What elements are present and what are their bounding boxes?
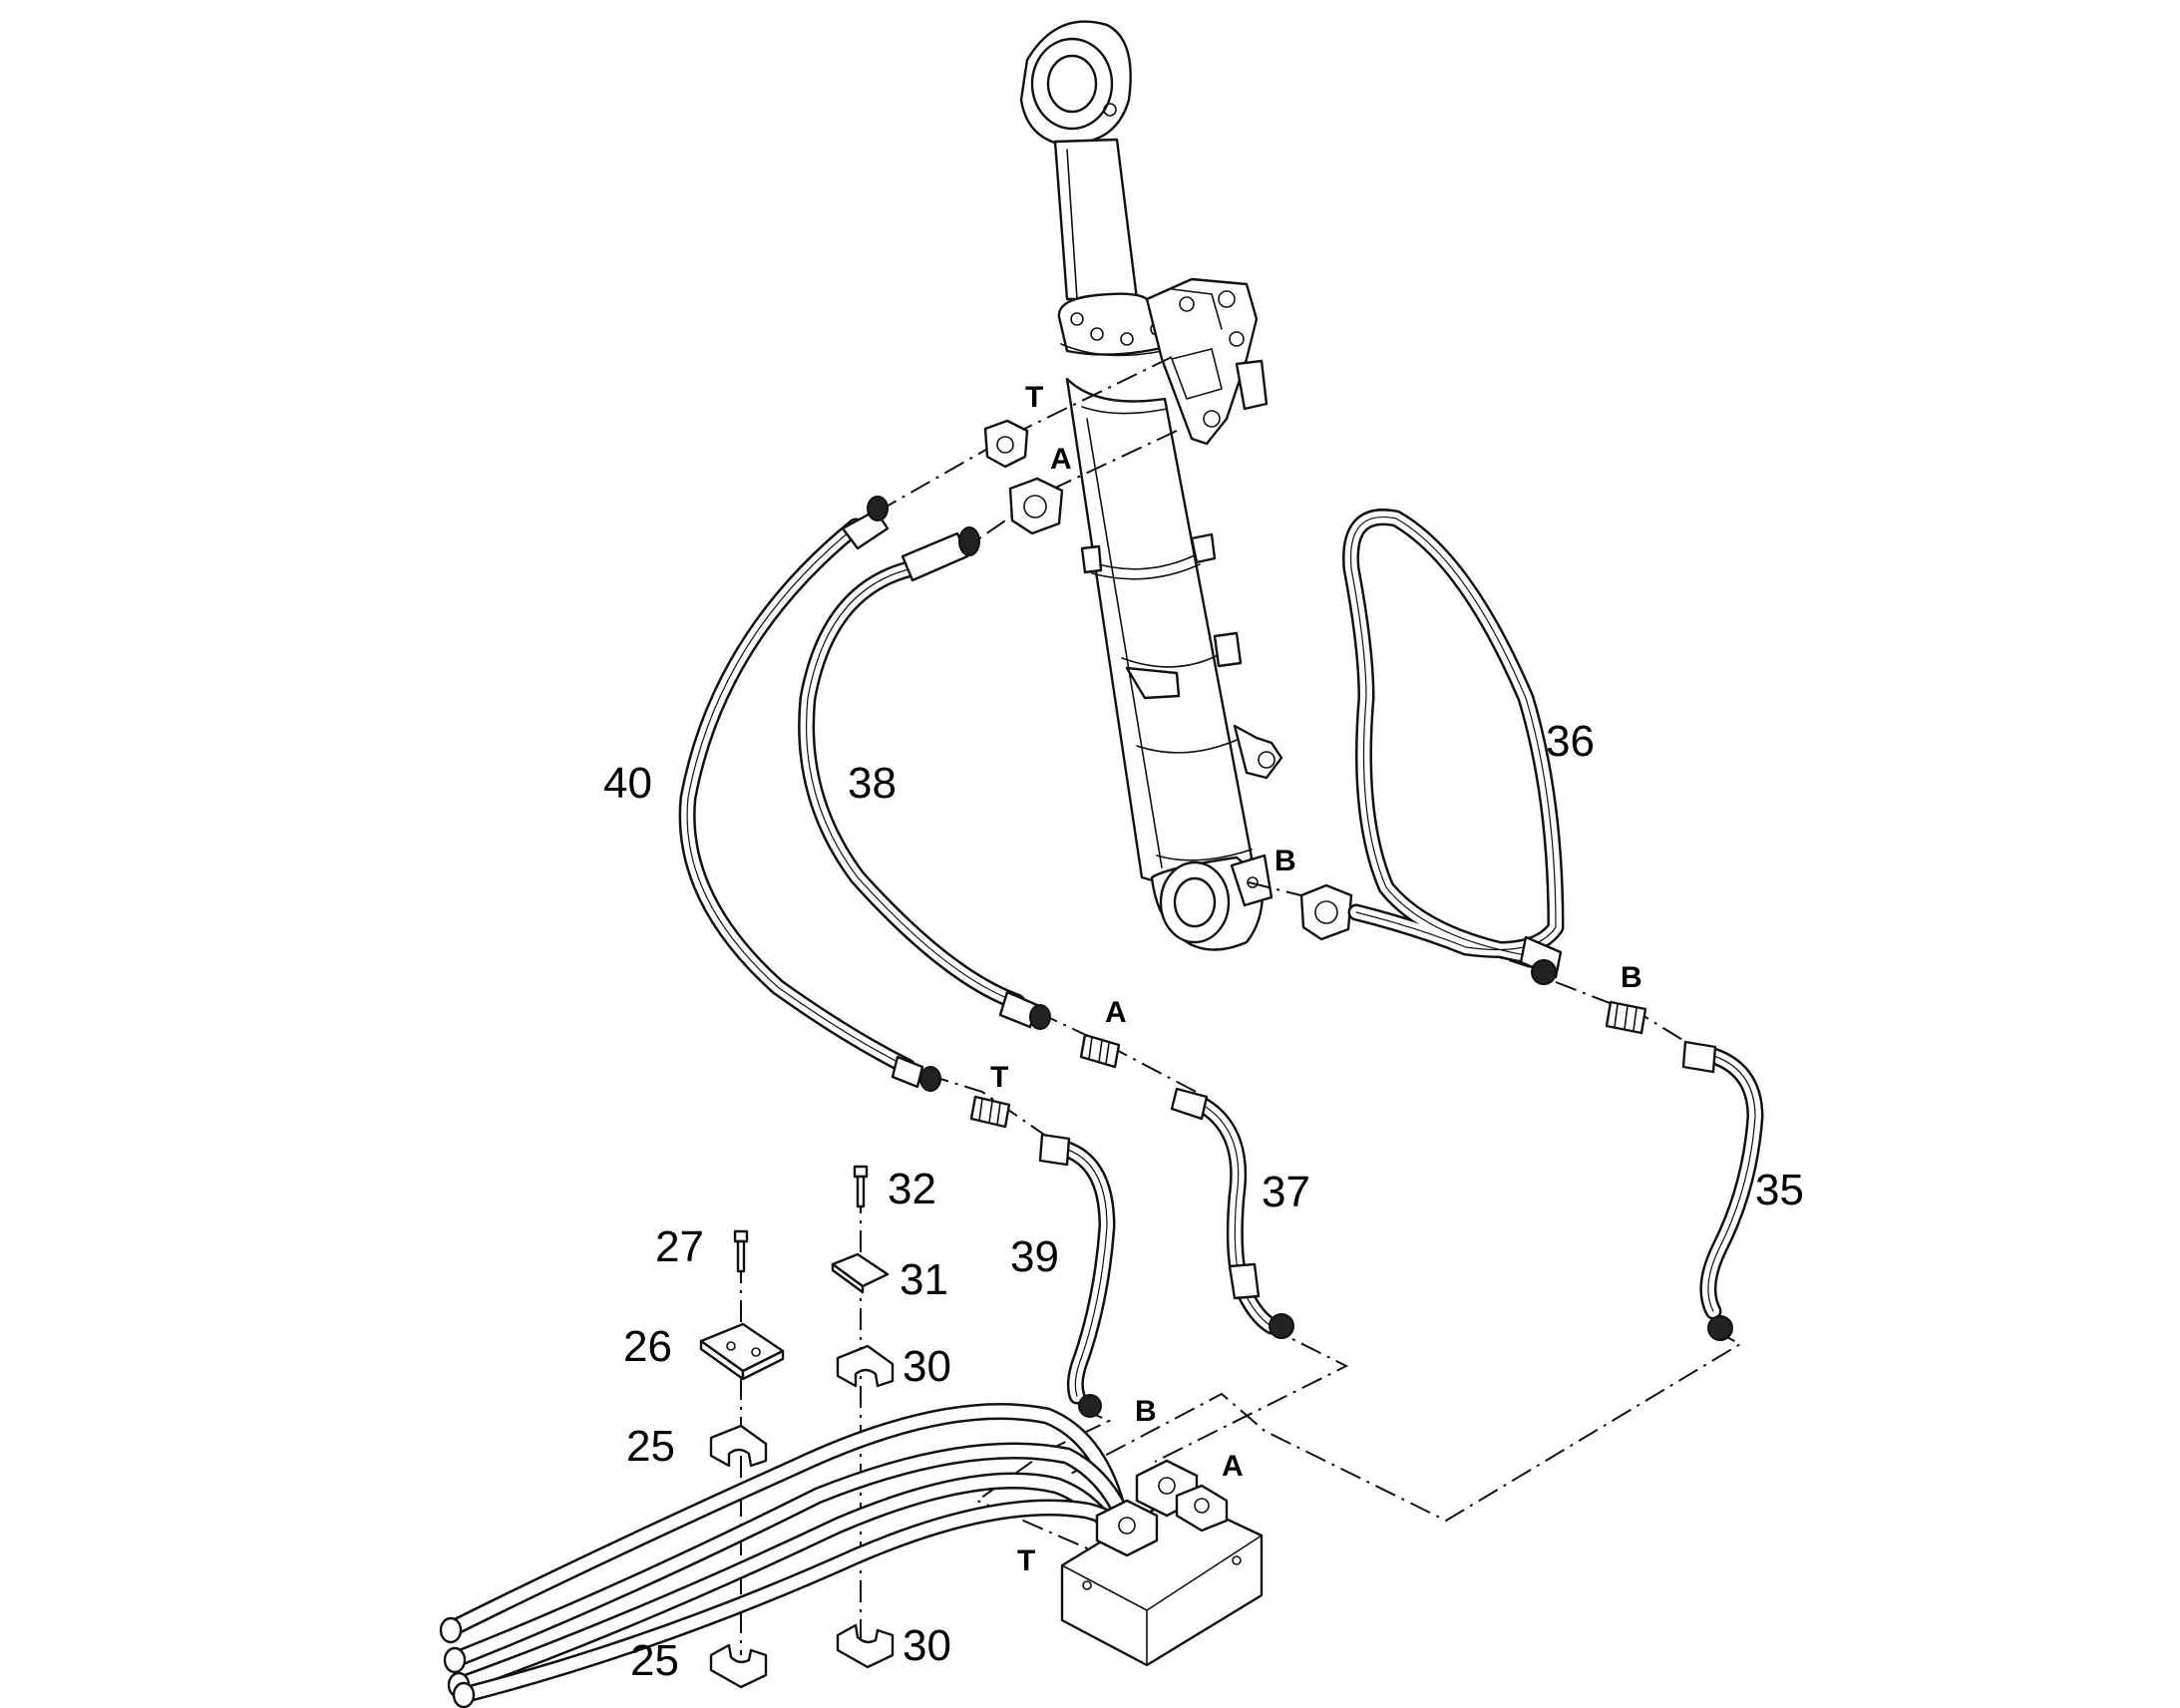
clamp-half-25-top <box>709 1424 768 1468</box>
port-label-t-top: T <box>1025 381 1043 414</box>
part-number-32: 32 <box>888 1165 936 1213</box>
part-number-25-bottom: 25 <box>630 1636 679 1685</box>
clamp-half-25-bottom <box>709 1643 768 1689</box>
hose-36 <box>1342 509 1565 985</box>
port-label-t-mid: T <box>990 1061 1008 1094</box>
hydraulic-cylinder <box>1019 20 1283 951</box>
plate-26 <box>699 1322 785 1381</box>
bolt-27 <box>733 1229 749 1273</box>
hose-40 <box>678 496 941 1092</box>
part-number-26: 26 <box>623 1322 672 1371</box>
port-label-a-mid: A <box>1105 996 1127 1029</box>
port-label-b-block: B <box>1135 1395 1157 1428</box>
part-number-27: 27 <box>655 1222 704 1271</box>
part-number-31: 31 <box>900 1255 948 1304</box>
part-number-39: 39 <box>1010 1232 1059 1281</box>
adapter-a <box>1079 1033 1121 1069</box>
part-number-37: 37 <box>1262 1168 1310 1216</box>
part-number-36: 36 <box>1546 717 1595 766</box>
hose-39 <box>1038 1133 1116 1418</box>
flange-t-top <box>983 419 1029 469</box>
part-number-35: 35 <box>1755 1166 1804 1214</box>
part-number-25-top: 25 <box>626 1422 675 1471</box>
port-label-a-block: A <box>1222 1450 1244 1483</box>
hose-bundle <box>439 1403 1151 1708</box>
port-label-a-top: A <box>1050 443 1072 476</box>
port-label-b-right: B <box>1621 961 1642 994</box>
bolt-32 <box>853 1165 869 1208</box>
part-number-40: 40 <box>603 759 652 808</box>
flange-b-cylinder <box>1299 883 1353 941</box>
part-number-30-top: 30 <box>903 1342 951 1391</box>
port-label-b-cylinder: B <box>1274 845 1296 877</box>
adapter-t <box>969 1095 1011 1129</box>
hose-38 <box>798 526 1051 1030</box>
clamp-half-30-top <box>836 1344 895 1388</box>
hose-35 <box>1681 1040 1764 1341</box>
flange-a-top <box>1008 477 1064 535</box>
part-number-38: 38 <box>848 759 897 808</box>
adapter-b <box>1605 1000 1647 1035</box>
clamp-half-30-bottom <box>836 1623 895 1669</box>
hose-37 <box>1170 1087 1294 1339</box>
valve-block <box>1060 1459 1264 1667</box>
port-label-t-block: T <box>1017 1544 1035 1577</box>
part-number-30-bottom: 30 <box>903 1621 951 1670</box>
plate-31 <box>831 1252 890 1294</box>
